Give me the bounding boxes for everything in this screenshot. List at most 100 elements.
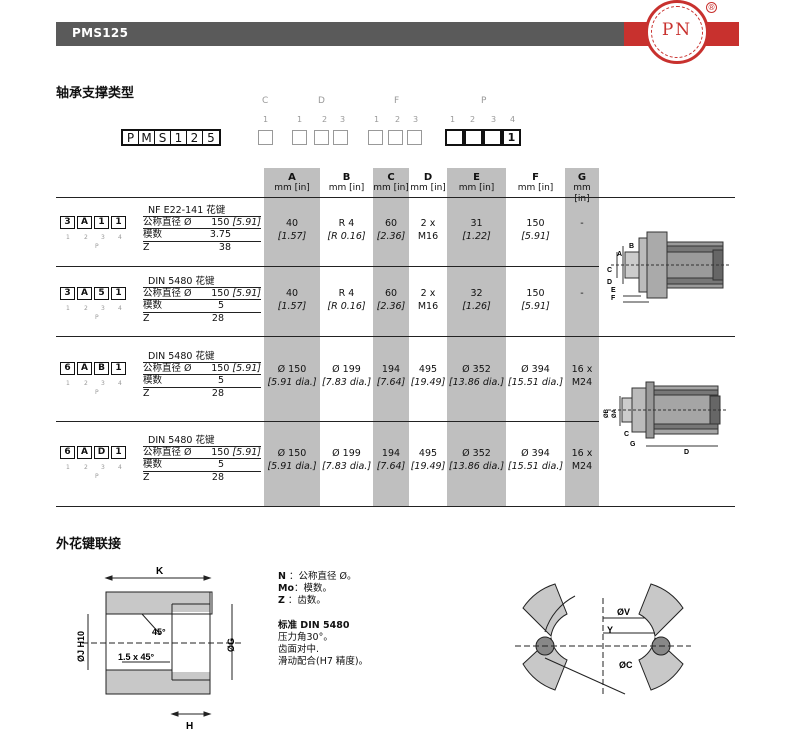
spline-sleeve-drawing: K H 45° 1.5 x 45° ØJ H10 ØG (76, 566, 244, 732)
dim-h: H (186, 721, 193, 732)
cell-e: 31[1.22] (462, 218, 491, 242)
cell-a: Ø 150[5.91 dia.] (267, 364, 317, 388)
cell-c: 60[2.36] (376, 288, 406, 312)
dim-dj: ØJ H10 (76, 631, 86, 662)
dim-label: A (617, 251, 622, 258)
row-title: DIN 5480 花键 (148, 276, 215, 287)
code-box-p3 (483, 129, 502, 146)
row-code-index: 1 (66, 464, 70, 471)
code-index: 1 (297, 115, 303, 124)
cell-f: Ø 394[15.51 dia.] (507, 448, 564, 472)
row-code-p: P (95, 243, 99, 250)
code-group-letter: P (481, 96, 487, 106)
motor-drawing-type-b: ØB ØA C G D (604, 381, 728, 456)
row-title: DIN 5480 花键 (148, 435, 215, 446)
cell-c: 60[2.36] (376, 218, 406, 242)
row-code-index: 2 (84, 234, 88, 241)
row-code-index: 4 (118, 380, 122, 387)
dim-k: K (156, 566, 164, 577)
code-group-letter: C (262, 96, 269, 106)
code-char: M (139, 131, 155, 145)
row-code-index: 4 (118, 234, 122, 241)
dim-label: D (684, 449, 689, 456)
brand-logo (645, 0, 709, 64)
dim-label: E (611, 287, 616, 294)
dim-label: C (607, 267, 612, 274)
code-box-p1 (445, 129, 464, 146)
code-char: 2 (187, 131, 203, 145)
section-title-spline: 外花键联接 (56, 537, 122, 552)
table-rule (56, 336, 735, 337)
row-code-index: 3 (101, 234, 105, 241)
dim-v: ØV (617, 607, 630, 617)
table-rule (56, 266, 599, 267)
code-char: 1 (171, 131, 187, 145)
cell-e: 32[1.26] (462, 288, 491, 312)
model-title: PMS125 (72, 26, 129, 40)
row-code-p: P (95, 473, 99, 480)
code-index: 3 (340, 115, 346, 124)
cell-a: 40[1.57] (277, 218, 307, 242)
row-code-index: 1 (66, 234, 70, 241)
code-box-p2 (464, 129, 483, 146)
cell-e: Ø 352[13.86 dia.] (448, 364, 505, 388)
row-code-index: 1 (66, 305, 70, 312)
dim-label: D (607, 279, 612, 286)
code-index: 2 (322, 115, 328, 124)
row-code-index: 4 (118, 305, 122, 312)
table-rule (56, 506, 735, 507)
code-group-letter: F (394, 96, 400, 106)
standard-notes: 标准 DIN 5480 压力角30°。 齿面对中. 滑动配合(H7 精度)。 (278, 620, 369, 667)
code-box-f3 (407, 130, 422, 145)
cell-d: 495[19.49] (410, 364, 446, 388)
code-index: 1 (263, 115, 269, 124)
cell-d: 495[19.49] (410, 448, 446, 472)
cell-c: 194[7.64] (376, 364, 406, 388)
code-box-d2 (314, 130, 329, 145)
gear-tooth-drawing: ØV Y ØC (515, 583, 691, 695)
row-code-index: 4 (118, 464, 122, 471)
section-title-bearing: 轴承支撑类型 (56, 86, 135, 101)
cell-b: R 4[R 0.16] (327, 288, 366, 312)
cell-b: R 4[R 0.16] (327, 218, 366, 242)
code-group-letter: D (318, 96, 325, 106)
dim-label: B (629, 243, 634, 250)
code-box-d1 (292, 130, 307, 145)
cell-f: 150[5.91] (521, 218, 550, 242)
code-box-f1 (368, 130, 383, 145)
cell-f: Ø 394[15.51 dia.] (507, 364, 564, 388)
code-box-f2 (388, 130, 403, 145)
code-box-p4: 1 (502, 129, 521, 146)
code-box-d3 (333, 130, 348, 145)
row-code-index: 3 (101, 305, 105, 312)
row-title: NF E22-141 花键 (148, 205, 226, 216)
table-rule (56, 197, 735, 198)
column-e-shade (447, 168, 506, 506)
code-index: 2 (395, 115, 401, 124)
cell-g: - (580, 218, 584, 229)
code-char: 5 (207, 131, 215, 145)
dim-label: ØA (612, 408, 618, 418)
code-index: 4 (510, 115, 516, 124)
registered-mark: ® (706, 2, 717, 13)
